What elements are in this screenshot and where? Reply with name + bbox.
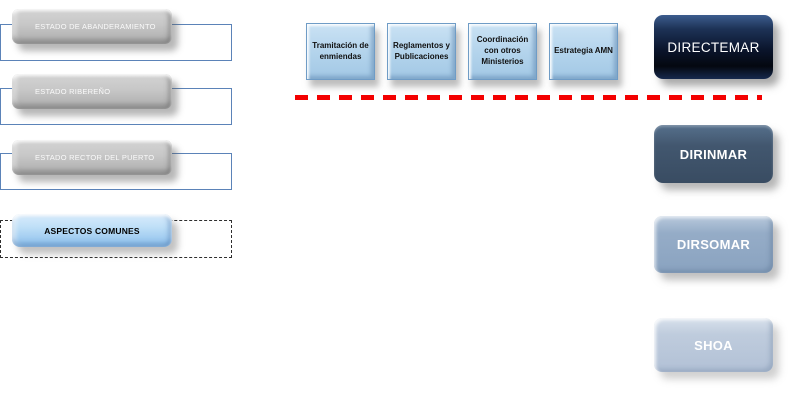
org-box-directemar: DIRECTEMAR bbox=[654, 15, 773, 79]
estado-abanderamiento-box: ESTADO DE ABANDERAMIENTO bbox=[12, 9, 172, 44]
org-box-dirsomar: DIRSOMAR bbox=[654, 216, 773, 273]
org-box-dirsomar-label: DIRSOMAR bbox=[676, 237, 751, 252]
process-box-estrategia-label: Estrategia AMN bbox=[554, 46, 613, 56]
process-box-coordinacion: Coordinación con otros Ministerios bbox=[468, 23, 537, 80]
org-box-dirinmar-label: DIRINMAR bbox=[679, 146, 748, 162]
estado-abanderamiento-label: ESTADO DE ABANDERAMIENTO bbox=[35, 22, 156, 31]
org-box-directemar-label: DIRECTEMAR bbox=[667, 39, 760, 55]
process-box-reglamentos-label: Reglamentos y Publicaciones bbox=[393, 40, 450, 61]
org-box-dirinmar: DIRINMAR bbox=[654, 125, 773, 183]
estado-rector-puerto-label: ESTADO RECTOR DEL PUERTO bbox=[35, 153, 155, 162]
process-box-reglamentos: Reglamentos y Publicaciones bbox=[387, 23, 456, 80]
estado-ribereno-label: ESTADO RIBEREÑO bbox=[35, 87, 111, 96]
estado-ribereno-box: ESTADO RIBEREÑO bbox=[12, 74, 172, 109]
org-box-shoa: SHOA bbox=[654, 318, 773, 372]
aspectos-comunes-label: ASPECTOS COMUNES bbox=[44, 225, 140, 236]
process-box-estrategia: Estrategia AMN bbox=[549, 23, 618, 80]
process-box-tramitacion-label: Tramitación de enmiendas bbox=[312, 40, 369, 61]
red-dashed-divider bbox=[295, 95, 762, 100]
org-box-shoa-label: SHOA bbox=[694, 337, 733, 353]
process-box-coordinacion-label: Coordinación con otros Ministerios bbox=[476, 35, 529, 66]
aspectos-comunes-box: ASPECTOS COMUNES bbox=[12, 214, 172, 247]
process-box-tramitacion: Tramitación de enmiendas bbox=[306, 23, 375, 80]
estado-rector-puerto-box: ESTADO RECTOR DEL PUERTO bbox=[12, 140, 172, 175]
